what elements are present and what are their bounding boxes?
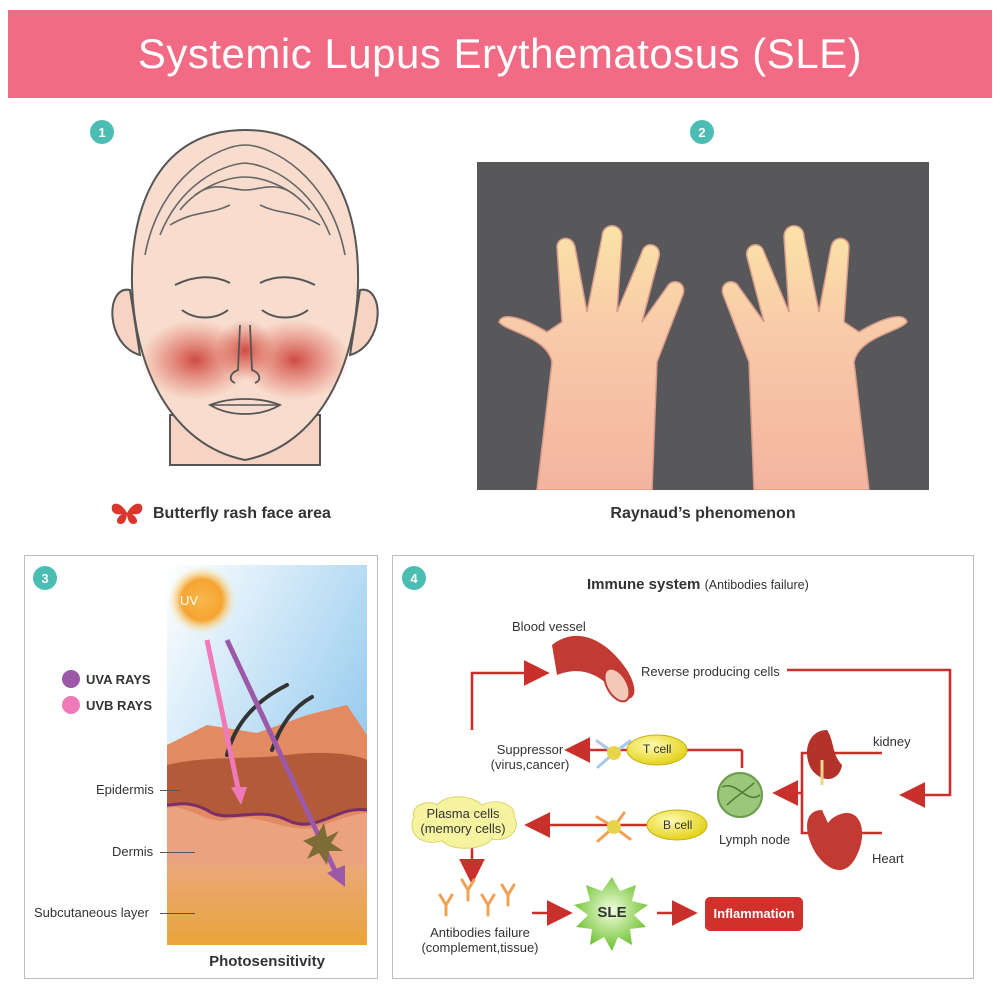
- panel-1-number-badge: 1: [90, 120, 114, 144]
- dermis-leader-line: [160, 852, 195, 853]
- plasma-cells-label: Plasma cells (memory cells): [413, 806, 513, 836]
- uvb-legend-label: UVB RAYS: [86, 698, 152, 713]
- sle-label: SLE: [597, 904, 627, 921]
- suppressor-label-line1: Suppressor: [496, 742, 564, 757]
- uva-legend-label: UVA RAYS: [86, 672, 151, 687]
- suppressor-label-line2: (virus,cancer): [490, 757, 570, 772]
- immune-heading-main: Immune system: [587, 576, 701, 593]
- panel-1-caption: Butterfly rash face area: [153, 505, 331, 522]
- immune-heading-paren: (Antibodies failure): [704, 578, 809, 592]
- lymph-node-label: Lymph node: [719, 832, 791, 847]
- reverse-cells-label: Reverse producing cells: [641, 664, 780, 679]
- antibodies-failure-line2: (complement,tissue): [421, 940, 539, 955]
- antibodies-failure-label: Antibodies failure (complement,tissue): [415, 925, 545, 955]
- page-title: Systemic Lupus Erythematosus (SLE): [137, 30, 863, 77]
- panel-4-number-badge: 4: [402, 566, 426, 590]
- panel-3-number-badge: 3: [33, 566, 57, 590]
- panel-3-caption: Photosensitivity: [209, 953, 325, 970]
- plasma-cells-line2: (memory cells): [420, 821, 506, 836]
- heart-label: Heart: [872, 851, 904, 866]
- butterfly-icon: [111, 503, 143, 524]
- panel-2-caption: Raynaud’s phenomenon: [610, 505, 796, 522]
- immune-flow-diagram: [411, 635, 952, 951]
- epidermis-leader-line: [160, 790, 180, 791]
- title-banner: Systemic Lupus Erythematosus (SLE): [8, 10, 992, 98]
- dermis-label: Dermis: [112, 844, 154, 859]
- inflammation-label: Inflammation: [713, 906, 795, 921]
- immune-heading: Immune system (Antibodies failure): [587, 576, 809, 593]
- hands-illustration: [498, 225, 908, 490]
- uvb-legend-dot: [62, 696, 80, 714]
- subcutaneous-leader-line: [160, 913, 195, 914]
- suppressor-label: Suppressor (virus,cancer): [480, 742, 580, 772]
- kidney-label: kidney: [873, 734, 911, 749]
- blood-vessel-label: Blood vessel: [512, 619, 586, 634]
- panel-2-number-badge: 2: [690, 120, 714, 144]
- epidermis-label: Epidermis: [96, 782, 154, 797]
- t-cell-label: T cell: [643, 742, 672, 756]
- face-illustration: [111, 128, 379, 466]
- subcutaneous-label: Subcutaneous layer: [34, 905, 149, 920]
- skin-cross-section: [167, 565, 367, 945]
- uva-legend-dot: [62, 670, 80, 688]
- antibodies-failure-line1: Antibodies failure: [430, 925, 530, 940]
- b-cell-label: B cell: [663, 818, 693, 832]
- plasma-cells-line1: Plasma cells: [426, 806, 500, 821]
- sun-uv-label: UV: [180, 593, 199, 608]
